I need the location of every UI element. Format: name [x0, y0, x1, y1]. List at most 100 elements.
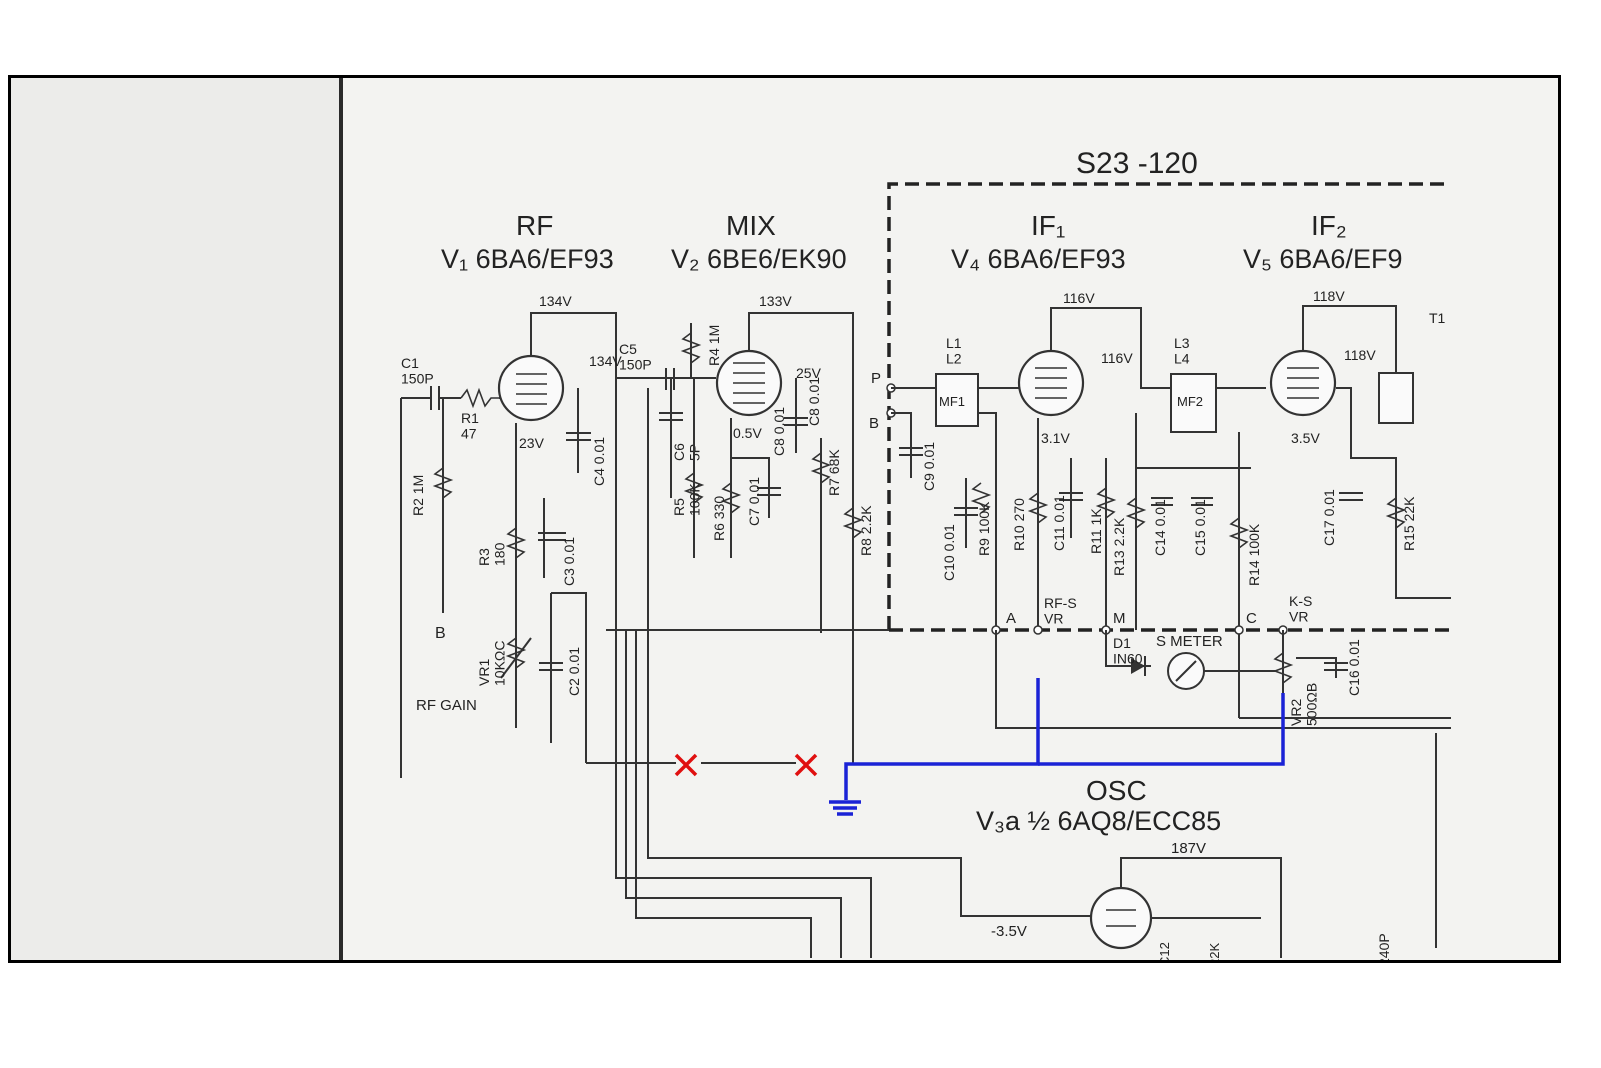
osc-stage: 187V -3.5V C12 22K 240P [586, 388, 1392, 960]
r14-label: R14 100K [1246, 523, 1262, 586]
terminal-b: B [435, 625, 446, 642]
v-if2-cathode: 3.5V [1291, 430, 1320, 446]
r15-label: R15 22K [1401, 496, 1417, 551]
v-osc-plate: 187V [1171, 840, 1206, 857]
node-m: M [1113, 610, 1126, 627]
mix-title: MIX [726, 210, 776, 241]
r4-label: R4 1M [706, 325, 722, 366]
module-boundary: S23 -120 [887, 147, 1451, 632]
v-mix-plate: 133V [759, 293, 792, 309]
if2-tube: V₅ 6BA6/EF9 [1243, 244, 1402, 274]
if1-tube: V₄ 6BA6/EF93 [951, 244, 1126, 274]
c3-label: C3 0.01 [561, 537, 577, 586]
r9-label: R9 100K [976, 501, 992, 556]
v-rf-cathode: 23V [519, 435, 545, 451]
c16-label: C16 0.01 [1346, 639, 1362, 696]
r6-label: R6 330 [711, 496, 727, 541]
c2-label: C2 0.01 [566, 647, 582, 696]
v-if2-screen: 118V [1344, 347, 1376, 363]
r5-label: R5100K [671, 483, 702, 516]
v-rf-screen: 134V [589, 353, 622, 369]
stage-titles: RF V₁ 6BA6/EF93 MIX V₂ 6BE6/EK90 IF₁ V₄ … [441, 210, 1402, 836]
modification-wiring [829, 678, 1285, 816]
r8-label: R8 2.2K [858, 505, 874, 556]
cut-mark-right-icon [794, 753, 818, 777]
schematic-drawing: S23 -120 RF V₁ 6BA6/EF93 MIX V₂ 6BE6/EK9… [400, 147, 1451, 960]
rf-title: RF [516, 210, 553, 241]
binding-line [339, 78, 343, 960]
s-meter-label: S METER [1156, 633, 1223, 650]
v-if1-screen: 116V [1101, 350, 1133, 366]
r10-label: R10 270 [1011, 498, 1027, 551]
r13-label: R13 2.2K [1111, 517, 1127, 576]
cut-marks [674, 753, 818, 777]
c14-label: C14 0.01 [1152, 499, 1168, 556]
v-rf-plate: 134V [539, 293, 572, 309]
v-if1-plate: 116V [1063, 290, 1095, 306]
schematic-frame: S23 -120 RF V₁ 6BA6/EF93 MIX V₂ 6BE6/EK9… [8, 75, 1561, 963]
v-mix-cathode: 0.5V [733, 425, 762, 441]
rf-gain-label: RF GAIN [416, 697, 477, 714]
r2-label: R2 1M [410, 475, 426, 516]
module-label: S23 -120 [1076, 147, 1198, 180]
c9-label: C9 0.01 [921, 442, 937, 491]
osc-tube: V₃a ½ 6AQ8/ECC85 [976, 806, 1221, 836]
c10-label: C10 0.01 [941, 524, 957, 581]
osc-title: OSC [1086, 775, 1147, 806]
tube-v1 [497, 354, 565, 422]
c11-label: C11 0.01 [1051, 495, 1067, 551]
r7-label: R7 68K [826, 449, 842, 496]
node-p: P [871, 370, 881, 387]
r11-label: R11 1K [1088, 508, 1104, 554]
c6-label: C65P [671, 443, 702, 461]
cut-mark-left-icon [674, 753, 698, 777]
mf1-transformer [935, 373, 979, 427]
mf2-transformer [1170, 373, 1217, 433]
v-mix-screen: 25V [796, 365, 822, 381]
if2-title: IF₂ [1311, 210, 1347, 241]
c15-label: C15 0.01 [1192, 499, 1208, 556]
r3-label: R3180 [476, 542, 507, 566]
tube-v5 [1269, 349, 1337, 417]
node-c: C [1246, 610, 1257, 627]
vr1-label: VR110KΩC [476, 641, 507, 687]
t1-label: T1 [1429, 310, 1446, 326]
v-if2-plate: 118V [1313, 288, 1345, 304]
rf-tube: V₁ 6BA6/EF93 [441, 244, 614, 274]
t1-winding [1378, 372, 1414, 424]
r22k-label: 22K [1207, 943, 1222, 960]
page-margin-area [11, 78, 339, 960]
c240p-label: 240P [1376, 933, 1392, 960]
diode-d1 [1131, 658, 1145, 674]
mix-tube: V₂ 6BE6/EK90 [671, 244, 847, 274]
c17-label: C17 0.01 [1321, 489, 1337, 546]
mf1-label: MF1 [939, 394, 965, 409]
node-b: B [869, 415, 879, 432]
c8-value: C8 0.01 [806, 377, 822, 426]
c12-label: C12 [1157, 942, 1172, 960]
if1-title: IF₁ [1031, 210, 1065, 241]
vr2-label: VR2500ΩB [1288, 683, 1319, 726]
v-osc-cathode: -3.5V [991, 923, 1027, 940]
mf2-label: MF2 [1177, 394, 1203, 409]
tube-v3a [1089, 886, 1153, 950]
c8-label: C8 0.01 [771, 407, 787, 456]
v-if1-cathode: 3.1V [1041, 430, 1070, 446]
node-a: A [1006, 610, 1016, 627]
c7-label: C7 0.01 [746, 477, 762, 526]
c4-label: C4 0.01 [591, 437, 607, 486]
tube-v4 [1017, 349, 1085, 417]
